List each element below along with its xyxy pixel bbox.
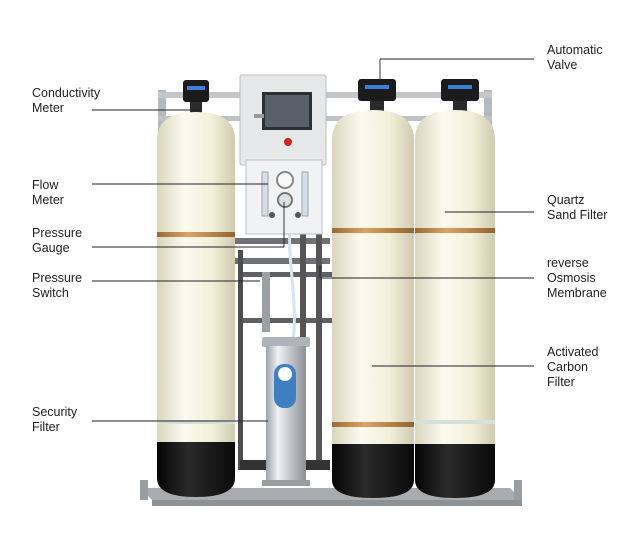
label-line: Pressure (32, 271, 83, 285)
label-line: Security (32, 405, 78, 419)
label-line: Meter (32, 193, 64, 207)
label-conductivity-meter: Conductivity Meter (32, 86, 100, 116)
label-line: Gauge (32, 241, 70, 255)
tank-right (415, 79, 495, 498)
label-line: Activated (547, 345, 599, 359)
label-line: Sand Filter (547, 208, 608, 222)
label-line: Quartz (547, 193, 585, 207)
label-activated-carbon-filter: Activated Carbon Filter (547, 345, 598, 390)
label-automatic-valve: Automatic Valve (547, 43, 603, 73)
leader-lines (92, 58, 534, 422)
label-line: Meter (32, 101, 64, 115)
label-line: Switch (32, 286, 69, 300)
label-line: Filter (32, 420, 60, 434)
label-line: Conductivity (32, 86, 101, 100)
tank-left (157, 80, 235, 497)
label-flow-meter: Flow Meter (32, 178, 64, 208)
label-line: Membrane (547, 286, 607, 300)
label-pressure-gauge: Pressure Gauge (32, 226, 82, 256)
control-cabinet (239, 74, 327, 235)
label-quartz-sand-filter: Quartz Sand Filter (547, 193, 607, 223)
label-security-filter: Security Filter (32, 405, 77, 435)
label-line: Carbon (547, 360, 588, 374)
label-pressure-switch: Pressure Switch (32, 271, 82, 301)
label-line: Pressure (32, 226, 83, 240)
label-line: Flow (32, 178, 59, 192)
label-line: Filter (547, 375, 575, 389)
security-filter-housing (262, 337, 310, 486)
label-line: Valve (547, 58, 578, 72)
tank-middle (332, 79, 414, 498)
label-line: reverse (547, 256, 589, 270)
label-line: Osmosis (547, 271, 596, 285)
label-reverse-osmosis-membrane: reverse Osmosis Membrane (547, 256, 607, 301)
label-line: Automatic (547, 43, 603, 57)
